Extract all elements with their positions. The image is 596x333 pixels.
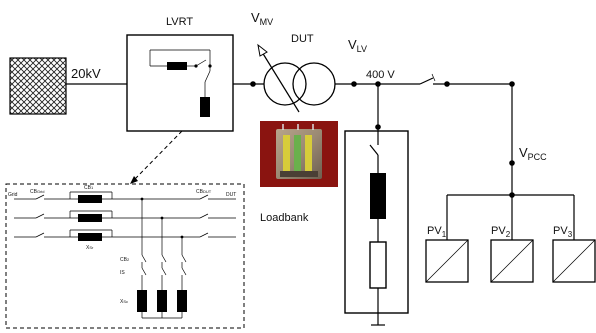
v-mv-node: [250, 81, 256, 87]
main-breaker-tick: [431, 73, 436, 82]
pcc-mid-node: [509, 160, 515, 166]
cb2-label: CB2: [120, 257, 130, 263]
loadbank-enclosure: [344, 130, 409, 314]
grid-source-block: [9, 57, 67, 115]
pv3-label: PV3: [553, 225, 573, 239]
v-lv-label: VLV: [348, 37, 367, 54]
transformer-photo: [260, 121, 338, 187]
bus-voltage-label: 400 V: [366, 69, 395, 81]
transformer-tap-arrow: [257, 43, 300, 113]
lvrt-detail-schematic: [14, 191, 236, 319]
loadbank-switch-blade: [369, 144, 379, 156]
v-pcc-label: VPCC: [519, 145, 547, 162]
x-short-label: XSr: [86, 245, 94, 251]
cb-grid-label: CBGrid: [30, 189, 45, 195]
cb-dut-label: CBDUT: [196, 189, 212, 195]
v-mv-label: VMV: [251, 10, 273, 27]
transformer-secondary-coil: [292, 62, 336, 106]
feeder-node-1: [444, 81, 450, 87]
lvrt-title: LVRT: [166, 16, 193, 28]
main-breaker-blade: [419, 77, 434, 85]
loadbank-resistor: [369, 241, 387, 289]
loadbank-label: Loadbank: [260, 212, 309, 224]
detail-leader-arrow: [130, 176, 138, 184]
v-lv-node: [351, 81, 357, 87]
pv3-inverter: [552, 239, 596, 283]
detail-out-label: DUT: [226, 192, 236, 198]
is-label: IS: [120, 270, 125, 276]
transformer-primary-coil: [263, 62, 307, 106]
x-sc-label: XSc: [120, 299, 128, 305]
lvrt-detail-box: [5, 183, 245, 329]
loadbank-inductor: [370, 173, 386, 219]
lvrt-block: [126, 34, 234, 132]
pv1-label: PV1: [427, 225, 447, 239]
pv1-inverter: [425, 239, 469, 283]
lvrt-internal-schematic: [149, 49, 212, 117]
grid-voltage-label: 20kV: [71, 66, 101, 81]
cb1-label: CB1: [84, 185, 94, 191]
pv2-inverter: [490, 239, 534, 283]
dut-title: DUT: [291, 33, 314, 45]
pv2-label: PV2: [491, 225, 511, 239]
detail-grid-label: Grid: [8, 192, 18, 198]
detail-leader-line: [133, 130, 183, 181]
